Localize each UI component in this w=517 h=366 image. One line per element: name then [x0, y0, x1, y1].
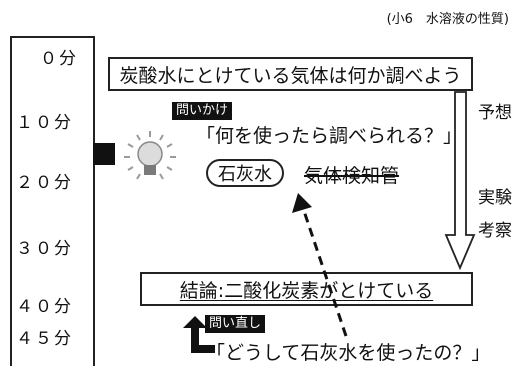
- label-discussion: 考察: [478, 221, 512, 241]
- timeline-tick: ２０分: [16, 173, 73, 193]
- unit-label: (小6 水溶液の性質): [386, 12, 509, 27]
- timeline-column: ０分 １０分 ２０分 ３０分 ４０分 ４５分: [10, 36, 95, 366]
- question-text: 「何を使ったら調べられる？」: [196, 125, 463, 147]
- timeline-tick: ０分: [40, 49, 78, 69]
- conclusion-text: 結論:二酸化炭素がとけている: [179, 279, 434, 302]
- down-arrow-icon: [444, 91, 476, 271]
- conclusion-box: 結論:二酸化炭素がとけている: [140, 272, 473, 306]
- label-experiment: 実験: [478, 188, 512, 208]
- question-tag: 問いかけ: [172, 102, 233, 120]
- theme-box: 炭酸水にとけている気体は何か調べよう: [108, 57, 473, 91]
- answer-selected: 石灰水: [206, 159, 284, 187]
- timeline-tick: ３０分: [16, 239, 73, 259]
- timeline-tick: ４０分: [16, 297, 73, 317]
- black-square-icon: [93, 143, 115, 165]
- question-text: 「どうして石灰水を使ったの？」: [206, 342, 491, 364]
- timeline-tick: ４５分: [16, 329, 73, 349]
- dashed-arrow-head: [292, 193, 312, 213]
- label-prediction: 予想: [478, 103, 512, 123]
- theme-text: 炭酸水にとけている気体は何か調べよう: [119, 64, 462, 87]
- answer-rejected: 気体検知管: [304, 165, 400, 187]
- timeline-tick: １０分: [16, 113, 73, 133]
- question-tag: 問い直し: [205, 315, 266, 333]
